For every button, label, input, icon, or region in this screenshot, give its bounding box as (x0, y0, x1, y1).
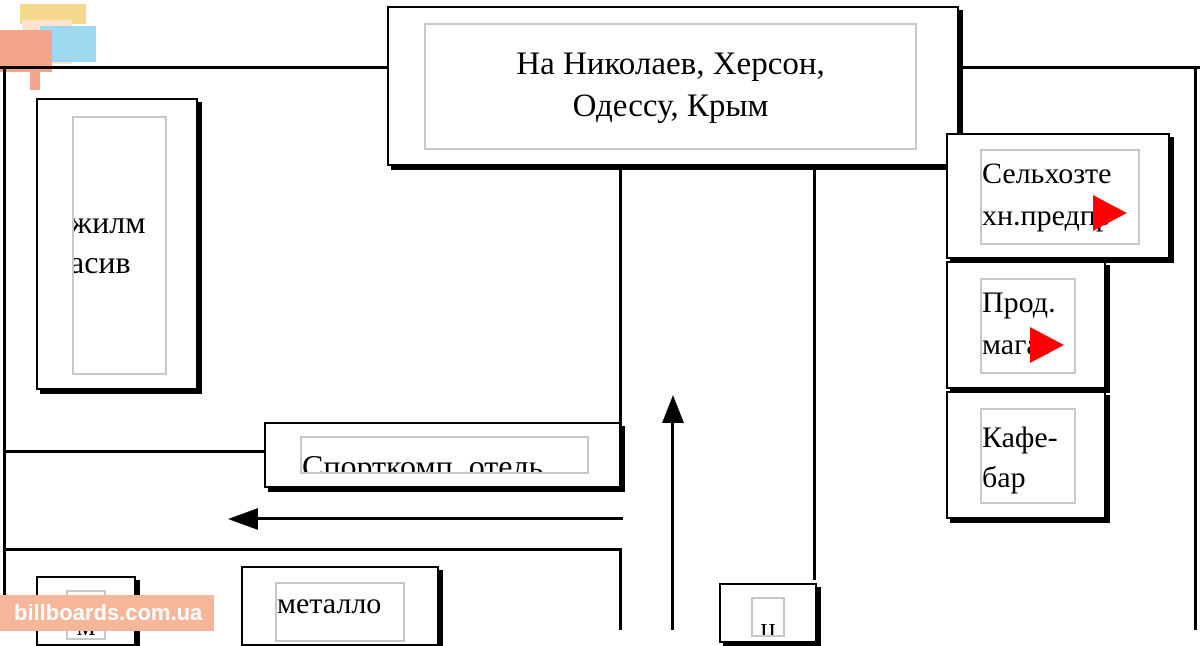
agro-enterprise-text: Сельхозте хн.предпр (982, 157, 1112, 232)
arrowhead-up-icon (662, 395, 684, 423)
outer-left-line (3, 66, 6, 630)
road-left-vertical (619, 165, 622, 489)
bottom-center-text: ц (760, 613, 776, 637)
arrowhead-left-icon (228, 508, 258, 530)
agro-enterprise-box-inner: Сельхозте хн.предпр (980, 149, 1140, 245)
residential-text: жилм асив (72, 204, 146, 280)
sport-hotel-box: Спорткомп. отель (264, 422, 621, 488)
direction-box: На Николаев, Херсон, Одессу, Крым (387, 6, 959, 166)
direction-box-inner: На Николаев, Херсон, Одессу, Крым (424, 23, 917, 150)
direction-text: На Николаев, Херсон, Одессу, Крым (516, 46, 825, 124)
outer-top-line-right (958, 66, 1200, 69)
block-divider-upper (3, 450, 265, 453)
arrow-up-shaft (671, 415, 674, 630)
residential-box: жилм асив (36, 98, 198, 390)
metal-text: металло (277, 587, 382, 620)
agro-enterprise-box: Сельхозте хн.предпр (946, 133, 1170, 259)
watermark-label: billboards.com.ua (0, 595, 214, 631)
red-triangle-marker-icon (1030, 327, 1064, 363)
road-right-vertical (813, 165, 816, 580)
metal-box: металло (241, 566, 439, 646)
bottom-center-box-inner: ц (751, 597, 785, 637)
cafe-bar-text: Кафе- бар (982, 421, 1058, 494)
metal-box-inner: металло (275, 582, 405, 642)
block-divider-lower (3, 548, 622, 551)
residential-box-inner: жилм асив (72, 116, 167, 375)
outer-right-line (1194, 66, 1197, 630)
cafe-bar-box-inner: Кафе- бар (980, 408, 1076, 504)
block-lower-right-edge (619, 548, 622, 630)
sport-hotel-box-inner: Спорткомп. отель (300, 436, 589, 474)
red-triangle-marker-icon (1093, 195, 1127, 231)
outer-top-line-left (0, 66, 390, 69)
billboard-logo-icon (0, 4, 96, 90)
cafe-bar-box: Кафе- бар (946, 391, 1106, 519)
sport-hotel-text: Спорткомп. отель (302, 448, 544, 474)
grocery-store-box: Прод. магаз (946, 261, 1106, 389)
bottom-center-box: ц (719, 583, 817, 643)
arrow-left-shaft (255, 517, 623, 520)
